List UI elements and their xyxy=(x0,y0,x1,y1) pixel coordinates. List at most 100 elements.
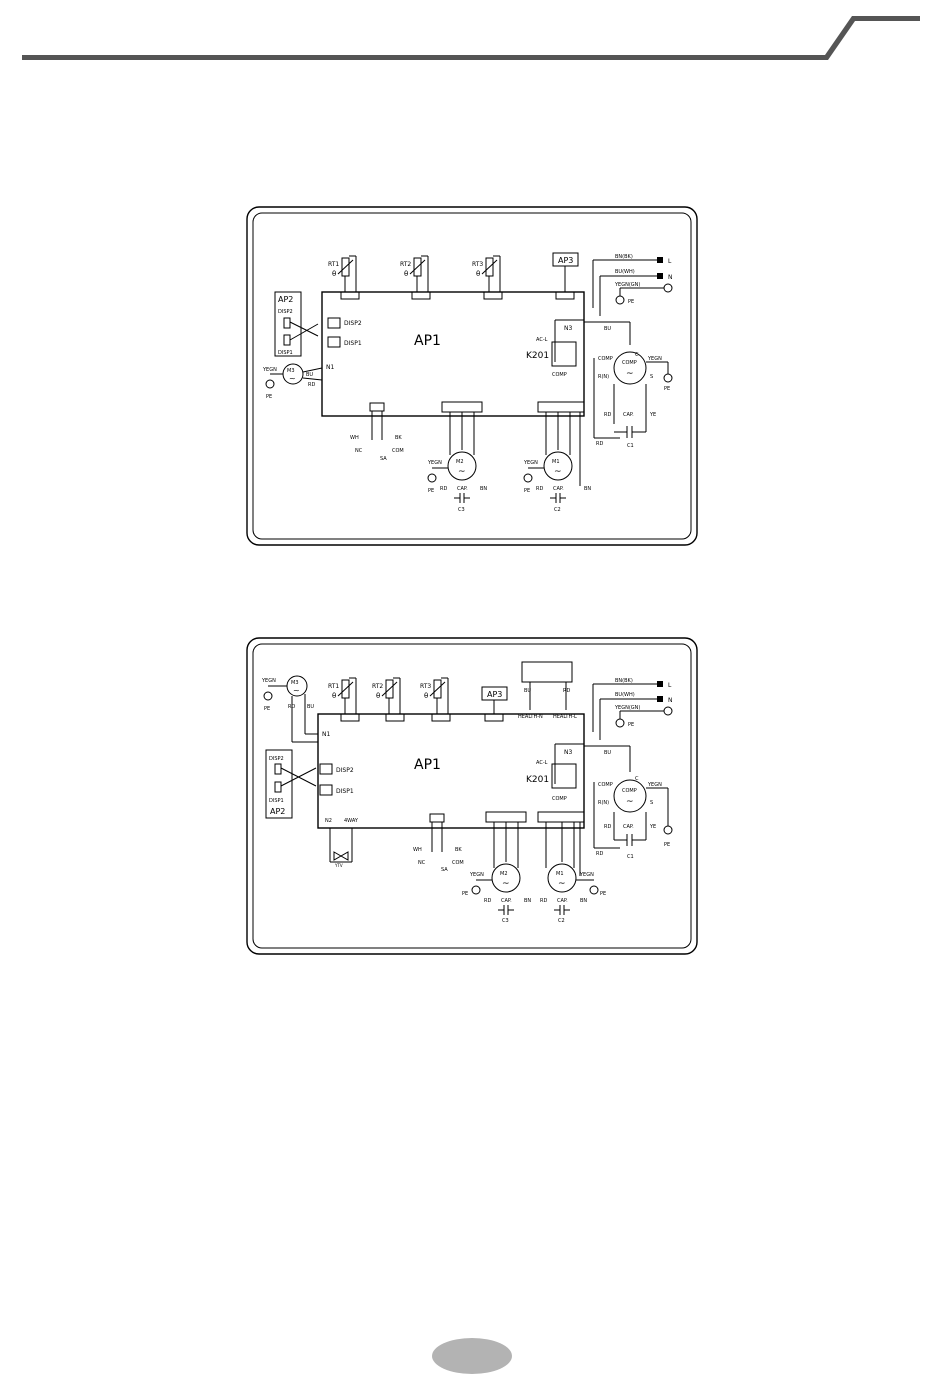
svg-text:C3: C3 xyxy=(502,918,509,924)
svg-text:~: ~ xyxy=(458,467,466,477)
svg-text:RD: RD xyxy=(288,704,295,710)
svg-text:DISP2: DISP2 xyxy=(278,309,293,315)
display-ap2: AP2 DISP2 DISP1 DISP2 DISP1 xyxy=(274,291,362,357)
svg-text:RT2: RT2 xyxy=(372,683,383,690)
svg-text:BN(BK): BN(BK) xyxy=(615,254,633,260)
svg-text:DISP2: DISP2 xyxy=(344,320,362,327)
svg-text:CAP.: CAP. xyxy=(457,486,468,492)
svg-text:C2: C2 xyxy=(558,918,565,924)
svg-text:BN: BN xyxy=(524,898,531,904)
svg-text:θ: θ xyxy=(424,692,428,700)
sensor-rt1: RT1 θ xyxy=(328,677,360,722)
svg-text:M1: M1 xyxy=(556,871,564,877)
svg-text:COM: COM xyxy=(452,860,464,866)
four-way-valve: N2 4WAY YTV xyxy=(325,818,359,868)
svg-text:CAP.: CAP. xyxy=(501,898,512,904)
svg-text:COMP: COMP xyxy=(552,372,567,378)
health-module: BU RD HEALTH-N HEALTH-L xyxy=(518,661,577,720)
svg-text:C: C xyxy=(635,776,639,782)
svg-text:YEGN(GN): YEGN(GN) xyxy=(614,282,640,288)
svg-text:θ: θ xyxy=(404,270,408,278)
svg-text:BU: BU xyxy=(306,372,313,378)
power-input: L BN(BK) N BU(WH) YEGN(GN) PE xyxy=(592,678,673,740)
svg-text:~: ~ xyxy=(626,797,634,807)
svg-text:SA: SA xyxy=(380,456,387,462)
svg-text:M2: M2 xyxy=(500,871,508,877)
svg-text:BU: BU xyxy=(604,326,611,332)
svg-text:CAP.: CAP. xyxy=(623,412,634,418)
svg-text:RD: RD xyxy=(563,688,570,694)
svg-text:R(N): R(N) xyxy=(598,800,609,806)
module-ap3: AP3 xyxy=(481,686,508,722)
svg-text:YE: YE xyxy=(649,824,656,830)
svg-text:AC-L: AC-L xyxy=(536,337,548,343)
svg-text:PE: PE xyxy=(600,891,606,897)
svg-text:RD: RD xyxy=(308,382,315,388)
svg-text:RT3: RT3 xyxy=(472,261,483,268)
svg-text:RT2: RT2 xyxy=(400,261,411,268)
svg-text:RT1: RT1 xyxy=(328,261,339,268)
page-number-badge xyxy=(432,1338,512,1374)
display-ap2: DISP2 DISP1 AP2 DISP2 DISP1 xyxy=(265,749,354,819)
compressor: COMP ~ COMP C YEGN R(N) S PE RD CAP. YE … xyxy=(593,351,673,449)
svg-text:COMP: COMP xyxy=(552,796,567,802)
svg-text:PE: PE xyxy=(524,488,530,494)
svg-text:YTV: YTV xyxy=(334,863,343,868)
svg-text:YEGN: YEGN xyxy=(523,460,538,466)
motor-m3: M3 ~ YEGN PE RD BU N1 xyxy=(261,675,330,743)
svg-text:PE: PE xyxy=(664,842,670,848)
svg-text:~: ~ xyxy=(502,879,510,889)
svg-text:PE: PE xyxy=(664,386,670,392)
svg-text:RD: RD xyxy=(596,441,603,447)
svg-text:CAP.: CAP. xyxy=(557,898,568,904)
svg-text:~: ~ xyxy=(554,467,562,477)
svg-text:HEALTH-L: HEALTH-L xyxy=(553,714,577,720)
svg-text:NC: NC xyxy=(355,448,363,454)
svg-text:PE: PE xyxy=(266,394,272,400)
svg-text:PE: PE xyxy=(628,722,634,728)
svg-text:COMP: COMP xyxy=(622,360,637,366)
svg-text:C1: C1 xyxy=(627,443,634,449)
relay-k201: N3 AC-L K201 COMP BU xyxy=(526,319,631,378)
svg-text:COMP: COMP xyxy=(622,788,637,794)
svg-text:NC: NC xyxy=(418,860,426,866)
svg-text:BK: BK xyxy=(395,435,402,441)
svg-text:RD: RD xyxy=(604,824,611,830)
svg-text:PE: PE xyxy=(628,299,634,305)
svg-text:DISP1: DISP1 xyxy=(278,350,293,356)
svg-text:DISP1: DISP1 xyxy=(344,340,362,347)
sensor-rt2: RT2 θ xyxy=(400,255,431,300)
wiring-diagram-2: AP1 M3 ~ YEGN PE RD BU N1 RT1 θ xyxy=(246,637,698,955)
svg-text:BU(WH): BU(WH) xyxy=(615,692,635,698)
svg-text:HEALTH-N: HEALTH-N xyxy=(518,714,543,720)
svg-text:N3: N3 xyxy=(564,325,572,332)
svg-text:L: L xyxy=(668,258,672,265)
svg-text:PE: PE xyxy=(264,706,270,712)
svg-text:BU: BU xyxy=(524,688,531,694)
svg-text:PE: PE xyxy=(428,488,434,494)
svg-text:YEGN: YEGN xyxy=(579,872,594,878)
svg-text:YEGN: YEGN xyxy=(469,872,484,878)
switch-sa: WH BK NC SA COM xyxy=(350,402,404,462)
svg-text:M3: M3 xyxy=(291,680,299,686)
svg-text:BU(WH): BU(WH) xyxy=(615,269,635,275)
main-board-label: AP1 xyxy=(414,333,441,349)
svg-text:N: N xyxy=(668,274,673,281)
svg-text:M3: M3 xyxy=(287,368,295,374)
svg-text:θ: θ xyxy=(376,692,380,700)
motor-m2: M2 ~ YEGN PE RD CAP. BN C3 xyxy=(462,811,531,924)
svg-text:YEGN: YEGN xyxy=(647,356,662,362)
svg-text:~: ~ xyxy=(289,374,296,383)
main-board-ap1 xyxy=(321,291,585,417)
svg-text:C3: C3 xyxy=(458,507,465,513)
power-input: L BN(BK) N BU(WH) YEGN(GN) PE xyxy=(592,254,673,316)
svg-text:COM: COM xyxy=(392,448,404,454)
svg-text:AP3: AP3 xyxy=(487,690,502,699)
svg-text:N3: N3 xyxy=(564,749,572,756)
svg-text:DISP2: DISP2 xyxy=(336,767,354,774)
svg-text:RD: RD xyxy=(536,486,543,492)
svg-text:CAP.: CAP. xyxy=(553,486,564,492)
main-board-ap1 xyxy=(317,713,585,829)
motor-m1: M1 ~ YEGN PE RD CAP. BN C2 xyxy=(537,811,606,924)
svg-text:COMP: COMP xyxy=(598,356,613,362)
